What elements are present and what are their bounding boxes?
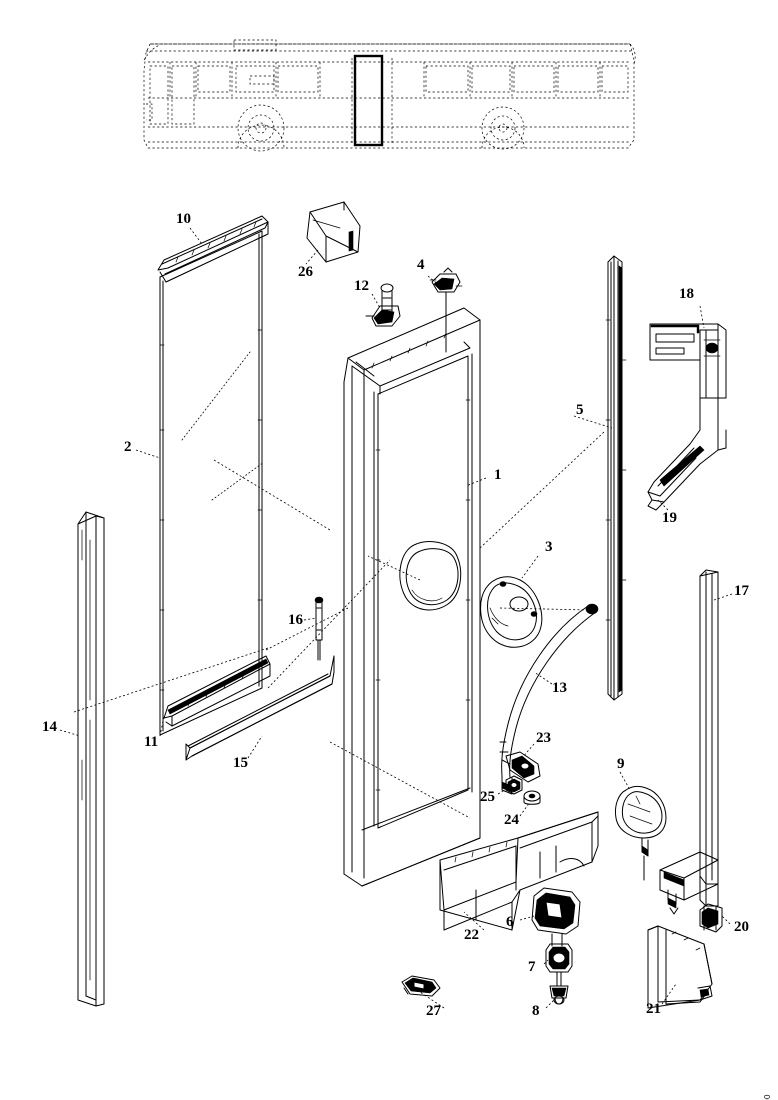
drawing-number: 387-190: [763, 1094, 772, 1100]
callout-24[interactable]: 24: [504, 812, 519, 828]
part-27-bracket-clip: [401, 975, 441, 997]
part-25-hex-nut: [505, 775, 523, 795]
part-18-upper-hinge-arm-assembly: [649, 323, 727, 445]
front-wheel: [237, 104, 285, 152]
callout-10[interactable]: 10: [176, 211, 191, 227]
callout-1[interactable]: 1: [494, 467, 502, 483]
callout-3[interactable]: 3: [545, 539, 553, 555]
callout-2[interactable]: 2: [124, 439, 132, 455]
callout-17[interactable]: 17: [734, 583, 749, 599]
callout-26[interactable]: 26: [298, 264, 313, 280]
callout-16[interactable]: 16: [288, 612, 303, 628]
part-9-door-engine-mount-fitting: [615, 785, 667, 881]
callout-19[interactable]: 19: [662, 510, 677, 526]
part-21-lower-closure-panel-right: [647, 925, 713, 1009]
part-1-door-frame-weldment: [343, 307, 481, 887]
callout-22[interactable]: 22: [464, 927, 479, 943]
callout-14[interactable]: 14: [42, 719, 57, 735]
callout-27[interactable]: 27: [426, 1003, 441, 1019]
part-15-kick-panel: [185, 655, 335, 761]
callout-25[interactable]: 25: [480, 789, 495, 805]
part-5-vertical-edge-seal: [605, 255, 627, 701]
part-6-lower-pivot-bracket: [531, 887, 581, 947]
part-3-handle-cover-plate: [480, 576, 543, 648]
part-8-pivot-pin-cap: [549, 985, 569, 1005]
part-7-bushing: [545, 943, 573, 987]
part-4-upper-pivot-fitting: [429, 267, 463, 353]
part-10-upper-glazing-retainer: [157, 215, 269, 283]
callout-5[interactable]: 5: [576, 402, 584, 418]
callout-23[interactable]: 23: [536, 730, 551, 746]
part-17-rear-vertical-post: [659, 569, 719, 915]
part-23-link-rod-clevis: [501, 751, 541, 783]
bus-side-elevation-group: [143, 39, 636, 152]
handle-recess: [399, 541, 462, 611]
callout-6[interactable]: 6: [506, 914, 514, 930]
leader-lines: [59, 227, 733, 1009]
callout-21[interactable]: 21: [646, 1001, 661, 1017]
callout-15[interactable]: 15: [233, 755, 248, 771]
callout-9[interactable]: 9: [617, 756, 625, 772]
part-20-rail-clamp-block: [699, 903, 723, 933]
rear-wheel: [481, 106, 525, 150]
part-14-outer-vertical-post: [77, 511, 105, 1007]
callout-18[interactable]: 18: [679, 286, 694, 302]
part-12-roller-guide-assembly: [365, 283, 401, 327]
callout-7[interactable]: 7: [528, 959, 536, 975]
callout-20[interactable]: 20: [734, 919, 749, 935]
callout-8[interactable]: 8: [532, 1003, 540, 1019]
part-2-door-glass-panel: [159, 230, 265, 736]
part-19-lower-hinge-arm: [647, 429, 727, 511]
part-22-lower-closure-panel-left: [439, 811, 599, 931]
part-26-upper-closure-panel: [306, 201, 361, 263]
part-16-latch-striker-pin: [314, 596, 324, 661]
callout-12[interactable]: 12: [354, 278, 369, 294]
part-11-lower-glazing-retainer: [163, 655, 271, 727]
callout-11[interactable]: 11: [144, 734, 159, 750]
highlighted-door-panel: [353, 54, 384, 147]
callout-4[interactable]: 4: [417, 257, 425, 273]
callout-13[interactable]: 13: [552, 680, 567, 696]
part-24-washer: [523, 790, 541, 805]
